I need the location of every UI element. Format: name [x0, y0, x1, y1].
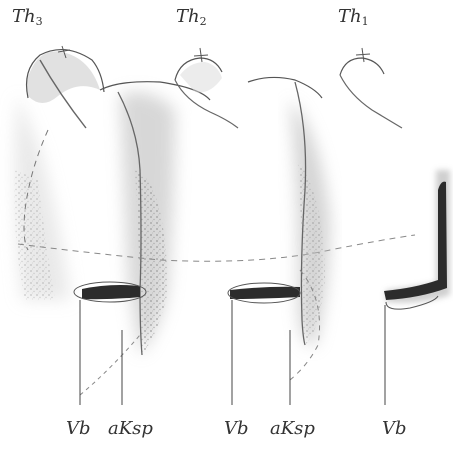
segment-th2 — [175, 48, 238, 128]
th2-body-outline — [248, 77, 322, 98]
label-aksp-1: aKsp — [108, 420, 153, 438]
segment-th1 — [340, 48, 450, 405]
th1-dorsal-lobe-outline — [340, 58, 384, 75]
th3-vb-band — [82, 285, 140, 299]
segment-th2-body — [228, 77, 330, 405]
label-th2-name: Th — [176, 6, 200, 27]
th1-lobe-inner-line — [340, 75, 402, 128]
label-th1-index: 1 — [362, 15, 369, 28]
label-th3-index: 3 — [36, 15, 43, 28]
th3-dorsal-lobe — [26, 51, 100, 103]
label-vb-2: Vb — [224, 420, 249, 438]
label-vb-1: Vb — [66, 420, 91, 438]
label-vb-3: Vb — [382, 420, 407, 438]
th3-dotted-diagonal — [80, 335, 140, 395]
label-th3-name: Th — [12, 6, 36, 27]
label-th2-index: 2 — [200, 15, 207, 28]
label-th1-name: Th — [338, 6, 362, 27]
label-th3: Th3 — [12, 8, 43, 27]
segment-th3 — [14, 46, 104, 300]
dashed-separator — [18, 235, 415, 261]
th2-vb-band — [230, 287, 300, 299]
label-th1: Th1 — [338, 8, 369, 27]
label-aksp-2: aKsp — [270, 420, 315, 438]
segment-th3-body — [74, 82, 210, 405]
label-th2: Th2 — [176, 8, 207, 27]
th2-lobe-tip — [194, 48, 208, 62]
th1-lobe-tip — [356, 48, 370, 62]
